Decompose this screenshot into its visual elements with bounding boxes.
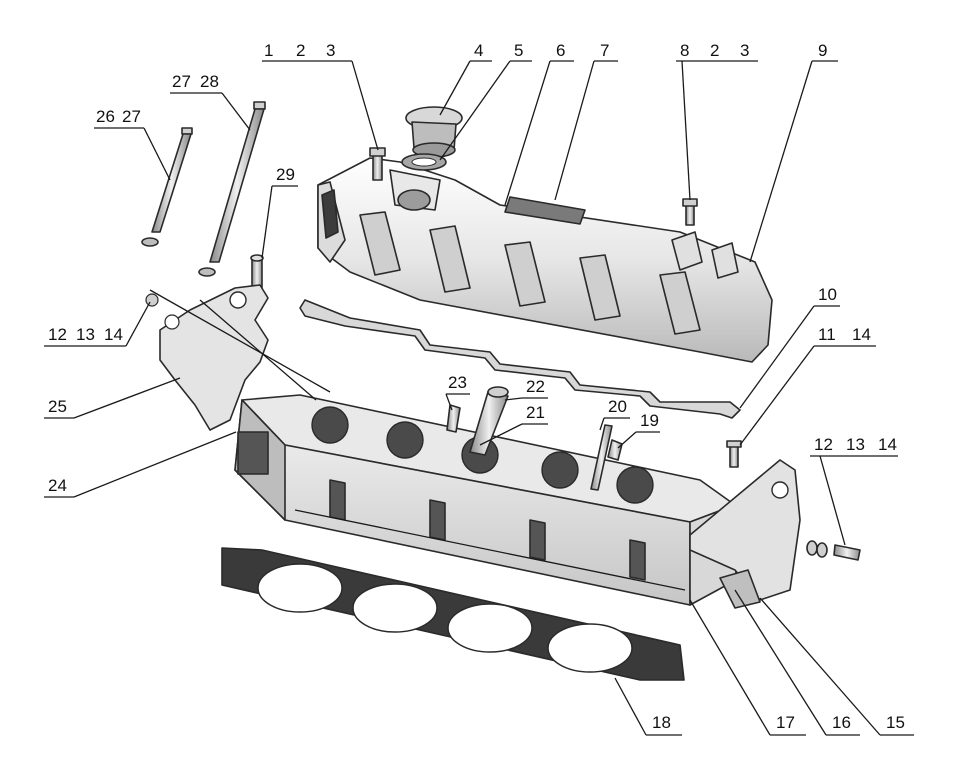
callout-14-right: 14	[878, 435, 897, 454]
callout-13-right: 13	[846, 435, 865, 454]
callout-22: 22	[526, 377, 545, 396]
callout-18: 18	[652, 713, 671, 732]
callout-25: 25	[48, 397, 67, 416]
cylinder-head-gasket	[221, 547, 685, 681]
lifting-bracket-rear	[689, 459, 801, 609]
callout-8: 8	[680, 41, 689, 60]
bracket-bolt-right	[806, 540, 861, 561]
callout-14-a: 14	[852, 325, 871, 344]
callout-labels: 1 2 3 4 5 6 7 8 2 3 9 10 11 14 12 13 14 …	[48, 41, 905, 732]
callout-26: 26	[96, 107, 115, 126]
callout-2-rear: 2	[710, 41, 719, 60]
callout-19: 19	[640, 411, 659, 430]
callout-3: 3	[326, 41, 335, 60]
callout-3-rear: 3	[740, 41, 749, 60]
callout-28: 28	[200, 72, 219, 91]
callout-24: 24	[48, 476, 67, 495]
callout-7: 7	[600, 41, 609, 60]
callout-12-right: 12	[814, 435, 833, 454]
callout-23: 23	[448, 373, 467, 392]
callout-10: 10	[818, 285, 837, 304]
callout-20: 20	[608, 397, 627, 416]
bracket-bolt-11	[726, 440, 742, 468]
callout-27-a: 27	[122, 107, 141, 126]
head-bolt-short	[141, 127, 193, 247]
callout-5: 5	[514, 41, 523, 60]
filler-seal-ring	[401, 153, 447, 171]
callout-13-left: 13	[76, 325, 95, 344]
callout-27-b: 27	[172, 72, 191, 91]
callout-9: 9	[818, 41, 827, 60]
callout-21: 21	[526, 403, 545, 422]
callout-12-left: 12	[48, 325, 67, 344]
head-bolt-long	[198, 101, 266, 277]
callout-17: 17	[776, 713, 795, 732]
glow-plug-19	[607, 439, 623, 461]
callout-11: 11	[818, 325, 836, 344]
callout-15: 15	[886, 713, 905, 732]
cover-gasket	[299, 299, 741, 419]
callout-2: 2	[296, 41, 305, 60]
callout-1: 1	[264, 41, 273, 60]
cover-bolt-front	[369, 147, 386, 181]
callout-6: 6	[556, 41, 565, 60]
callout-29: 29	[276, 165, 295, 184]
oil-filler-cap	[405, 106, 463, 158]
injector-nozzle	[469, 386, 509, 456]
cover-bolt-rear	[682, 198, 698, 226]
callout-leaders	[44, 60, 914, 736]
cylinder-head-cover	[317, 157, 773, 363]
callout-16: 16	[832, 713, 851, 732]
glow-plug-rear	[590, 424, 613, 491]
callout-14-left: 14	[104, 325, 123, 344]
glow-plug-front	[446, 404, 461, 433]
callout-4: 4	[474, 41, 483, 60]
